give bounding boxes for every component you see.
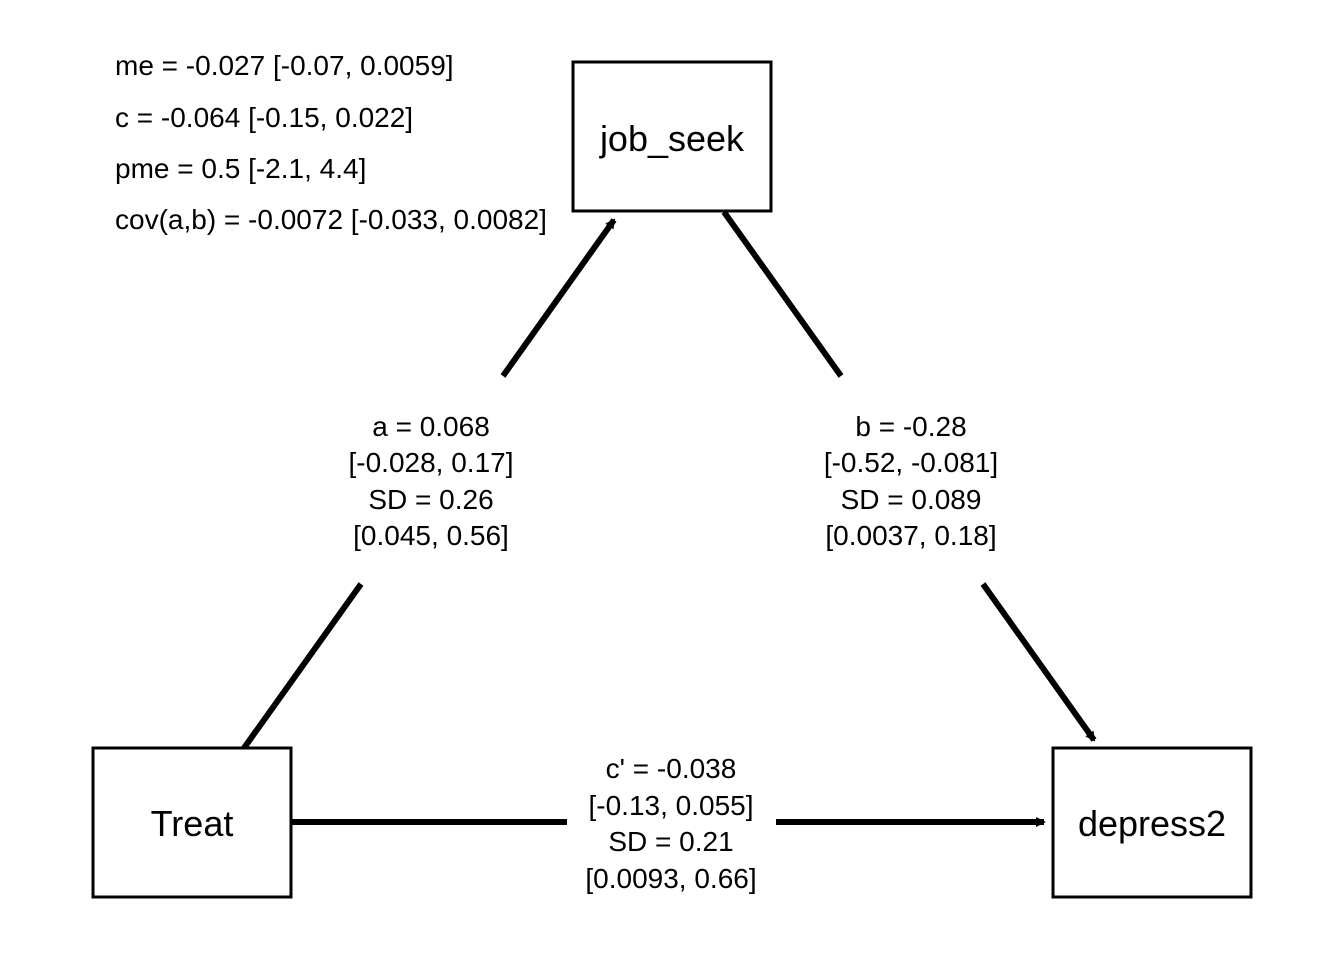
node-outcome-label: depress2 xyxy=(1078,803,1226,844)
node-outcome: depress2 xyxy=(1051,746,1253,899)
edge-c-prime-label: c' = -0.038 [-0.13, 0.055] SD = 0.21 [0.… xyxy=(585,753,756,894)
edge-a-line: SD = 0.26 xyxy=(368,484,493,515)
edge-a-line: [-0.028, 0.17] xyxy=(348,447,513,478)
node-treatment: Treat xyxy=(91,746,293,899)
edge-a-line: a = 0.068 xyxy=(372,411,490,442)
summary-line: cov(a,b) = -0.0072 [-0.033, 0.0082] xyxy=(115,204,547,235)
path-b-upper-segment xyxy=(721,210,844,378)
path-a-lower-segment xyxy=(241,582,364,750)
node-treatment-label: Treat xyxy=(151,803,234,844)
edge-a-label: a = 0.068 [-0.028, 0.17] SD = 0.26 [0.04… xyxy=(348,411,513,551)
edge-b-line: [-0.52, -0.081] xyxy=(824,447,998,478)
node-mediator-label: job_seek xyxy=(599,118,745,159)
summary-stats: me = -0.027 [-0.07, 0.0059] c = -0.064 [… xyxy=(115,50,547,235)
edge-c-prime-line: c' = -0.038 xyxy=(606,753,737,784)
edge-b-line: b = -0.28 xyxy=(855,411,966,442)
path-a-upper-segment xyxy=(500,218,617,378)
edge-c-prime-line: [-0.13, 0.055] xyxy=(588,790,753,821)
edge-c-prime-line: [0.0093, 0.66] xyxy=(585,863,756,894)
summary-line: me = -0.027 [-0.07, 0.0059] xyxy=(115,50,454,81)
edge-b-label: b = -0.28 [-0.52, -0.081] SD = 0.089 [0.… xyxy=(824,411,998,551)
node-mediator: job_seek xyxy=(571,60,773,213)
edge-a-line: [0.045, 0.56] xyxy=(353,520,509,551)
edge-b-line: SD = 0.089 xyxy=(841,484,982,515)
edge-c-prime-line: SD = 0.21 xyxy=(608,826,733,857)
edge-b-line: [0.0037, 0.18] xyxy=(825,520,996,551)
summary-line: pme = 0.5 [-2.1, 4.4] xyxy=(115,153,366,184)
path-b-lower-segment xyxy=(980,582,1097,742)
summary-line: c = -0.064 [-0.15, 0.022] xyxy=(115,102,413,133)
